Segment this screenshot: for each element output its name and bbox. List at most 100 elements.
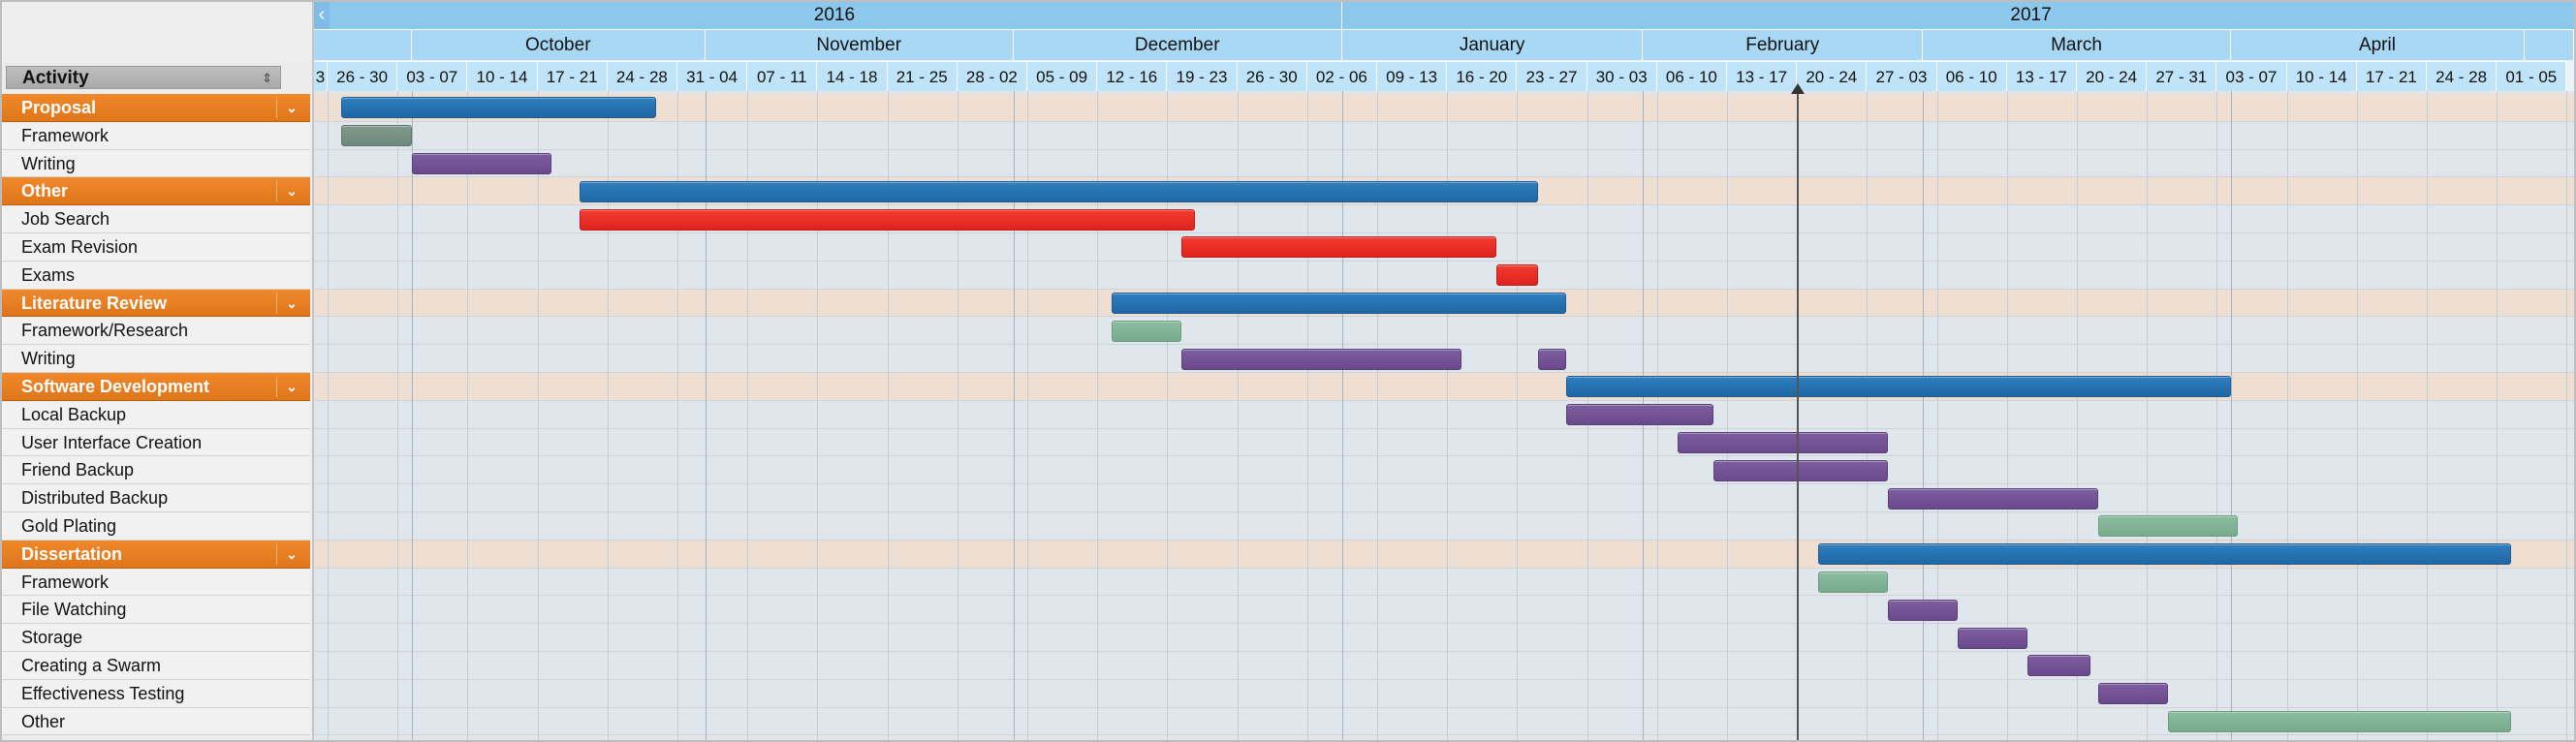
gantt-bar-summary[interactable]: [1565, 376, 2231, 398]
activity-task-row[interactable]: Distributed Backup: [2, 484, 310, 512]
gantt-bar-purple[interactable]: [411, 153, 552, 174]
week-header-cell: 06 - 10: [1656, 61, 1727, 91]
gantt-bar-red[interactable]: [579, 208, 1196, 231]
week-gridline: [1237, 91, 1239, 740]
group-label: Other: [21, 181, 69, 201]
gantt-bar-gray[interactable]: [341, 125, 412, 147]
month-header-cell: October: [411, 29, 706, 60]
task-label: Creating a Swarm: [21, 656, 162, 675]
activity-task-row[interactable]: Framework: [2, 568, 310, 597]
chevron-down-icon[interactable]: ⌄: [276, 376, 306, 397]
activity-task-row[interactable]: Framework/Research: [2, 317, 310, 346]
gantt-bar-purple[interactable]: [2027, 655, 2091, 677]
gantt-bar-summary[interactable]: [579, 180, 1539, 202]
year-header-cell: 2016: [328, 2, 1342, 29]
task-band: [314, 596, 2574, 625]
activity-task-row[interactable]: Effectiveness Testing: [2, 679, 310, 708]
activity-task-row[interactable]: Exams: [2, 261, 310, 290]
activity-group-row[interactable]: Proposal⌄: [2, 94, 310, 122]
gantt-bar-summary[interactable]: [1817, 543, 2511, 566]
activity-task-row[interactable]: Friend Backup: [2, 456, 310, 485]
activity-task-row[interactable]: Writing: [2, 149, 310, 178]
task-label: Distributed Backup: [21, 488, 169, 509]
gantt-bar-red[interactable]: [1180, 236, 1496, 259]
gantt-bar-green[interactable]: [2097, 515, 2239, 538]
activity-task-row[interactable]: Other: [2, 707, 310, 736]
gantt-bar-green[interactable]: [1817, 572, 1889, 593]
activity-column-title: Activity: [22, 68, 89, 88]
chevron-down-icon[interactable]: ⌄: [276, 292, 306, 314]
task-band: [314, 624, 2574, 652]
gantt-bar-purple[interactable]: [1538, 348, 1566, 370]
gantt-bar-purple[interactable]: [1958, 627, 2028, 649]
activity-task-row[interactable]: File Watching: [2, 596, 310, 625]
task-label: Effectiveness Testing: [21, 683, 185, 703]
task-label: Writing: [21, 349, 76, 369]
gantt-bar-purple[interactable]: [1888, 599, 1959, 621]
week-gridline: [1027, 91, 1028, 740]
week-gridline: [2286, 91, 2288, 740]
scroll-left-icon[interactable]: ‹: [314, 2, 330, 29]
activity-group-row[interactable]: Literature Review⌄: [2, 289, 310, 318]
activity-task-row[interactable]: Exam Revision: [2, 233, 310, 262]
week-gridline: [2216, 91, 2218, 740]
activity-task-row[interactable]: Creating a Swarm: [2, 652, 310, 680]
activity-task-row[interactable]: Job Search: [2, 205, 310, 233]
task-band: [314, 652, 2574, 680]
week-header-cell: 23 - 27: [1517, 61, 1587, 91]
sort-icon[interactable]: ⇕: [262, 71, 272, 85]
activity-task-row[interactable]: Framework: [2, 121, 310, 150]
gantt-bar-purple[interactable]: [1888, 487, 2098, 510]
activity-column-header[interactable]: Activity ⇕: [6, 66, 281, 89]
activity-group-row[interactable]: Software Development⌄: [2, 373, 310, 401]
week-header-cell-partial: 3: [314, 61, 328, 91]
activity-task-row[interactable]: Writing: [2, 345, 310, 373]
activity-task-row[interactable]: Gold Plating: [2, 512, 310, 541]
month-gridline: [2230, 91, 2232, 740]
task-label: Storage: [21, 628, 83, 648]
gantt-bar-purple[interactable]: [1712, 459, 1889, 481]
chevron-down-icon[interactable]: ⌄: [276, 97, 306, 118]
week-gridline: [2147, 91, 2149, 740]
gantt-bar-summary[interactable]: [1111, 293, 1566, 314]
task-band: [314, 484, 2574, 512]
group-band: [314, 94, 2574, 122]
task-label: Writing: [21, 153, 76, 173]
today-line: [1797, 85, 1800, 740]
chevron-down-icon[interactable]: ⌄: [276, 180, 306, 202]
gantt-bar-red[interactable]: [1495, 264, 1539, 287]
month-header-cell: February: [1643, 29, 1924, 60]
week-header-cell: 03 - 07: [2216, 61, 2287, 91]
week-gridline: [1936, 91, 1938, 740]
activity-task-row[interactable]: Storage: [2, 624, 310, 652]
gantt-bar-green[interactable]: [1111, 320, 1181, 342]
week-header-cell: 17 - 21: [2356, 61, 2427, 91]
activity-group-row[interactable]: Dissertation⌄: [2, 540, 310, 569]
gantt-bar-purple[interactable]: [1565, 404, 1713, 426]
week-gridline: [2006, 91, 2008, 740]
week-header-cell: 20 - 24: [1797, 61, 1868, 91]
month-header-cell-partial: [2525, 29, 2574, 60]
week-gridline: [2356, 91, 2358, 740]
week-gridline: [1306, 91, 1308, 740]
gantt-bar-green[interactable]: [2167, 711, 2511, 732]
gantt-bar-purple[interactable]: [2097, 683, 2168, 705]
week-header-cell: 14 - 18: [817, 61, 888, 91]
gantt-bar-purple[interactable]: [1678, 432, 1889, 453]
week-gridline: [747, 91, 749, 740]
group-band: [314, 373, 2574, 401]
activity-task-row[interactable]: Local Backup: [2, 400, 310, 429]
gantt-bar-purple[interactable]: [1180, 348, 1461, 370]
month-header-cell-partial: [314, 29, 412, 60]
activity-task-row[interactable]: User Interface Creation: [2, 428, 310, 457]
chevron-down-icon[interactable]: ⌄: [276, 542, 306, 565]
week-gridline: [887, 91, 889, 740]
task-band: [314, 428, 2574, 457]
week-header-cell: 27 - 03: [1867, 61, 1937, 91]
gantt-bar-summary[interactable]: [341, 97, 657, 119]
activity-group-row[interactable]: Other ⌄: [2, 177, 310, 206]
task-band: [314, 568, 2574, 597]
